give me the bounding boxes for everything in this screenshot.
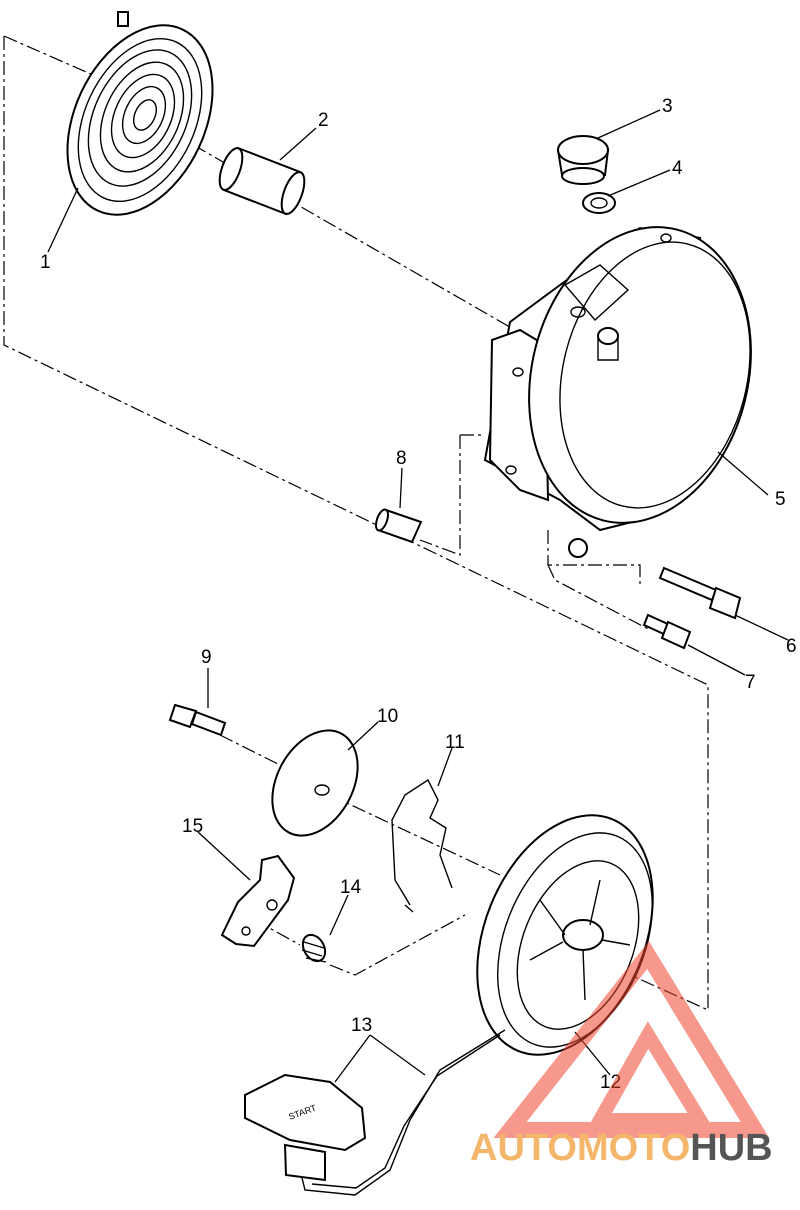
o-ring bbox=[582, 192, 616, 214]
cap bbox=[556, 135, 610, 185]
friction-plate bbox=[271, 729, 359, 837]
wire-clip bbox=[391, 778, 453, 913]
callout-7: 7 bbox=[745, 672, 756, 693]
watermark-part2: HUB bbox=[690, 1127, 772, 1169]
recoil-spring bbox=[66, 11, 214, 216]
starter-housing bbox=[483, 226, 752, 558]
pawl bbox=[220, 854, 296, 948]
leader-lines bbox=[47, 109, 789, 1083]
callout-15: 15 bbox=[182, 816, 203, 837]
callout-2: 2 bbox=[318, 110, 329, 131]
rope-and-handle: START bbox=[244, 1029, 506, 1196]
callout-1: 1 bbox=[40, 252, 51, 273]
bushing bbox=[218, 146, 306, 216]
callout-3: 3 bbox=[662, 96, 673, 117]
callout-13: 13 bbox=[351, 1015, 372, 1036]
callout-8: 8 bbox=[396, 448, 407, 469]
watermark-part1: AUTOMOTO bbox=[470, 1127, 690, 1169]
callout-9: 9 bbox=[201, 647, 212, 668]
watermark-logo-icon bbox=[493, 941, 770, 1138]
assembly-lines bbox=[3, 35, 709, 1011]
callout-6: 6 bbox=[786, 636, 797, 657]
callout-14: 14 bbox=[340, 877, 362, 898]
callout-numbers: 1 2 3 4 5 6 7 8 9 10 11 12 13 14 15 bbox=[40, 96, 797, 1093]
callout-11: 11 bbox=[445, 732, 465, 753]
watermark-brand-text: AUTOMOTOHUB bbox=[470, 1127, 773, 1169]
short-bolt bbox=[642, 613, 692, 650]
pawl-bolt bbox=[168, 703, 227, 737]
dowel-sleeve bbox=[374, 508, 423, 544]
callout-5: 5 bbox=[775, 489, 786, 510]
watermark: AUTOMOTOHUB bbox=[470, 941, 773, 1169]
callout-4: 4 bbox=[672, 158, 683, 179]
long-bolt bbox=[658, 566, 742, 620]
pawl-spring bbox=[301, 933, 327, 963]
callout-10: 10 bbox=[377, 706, 398, 727]
